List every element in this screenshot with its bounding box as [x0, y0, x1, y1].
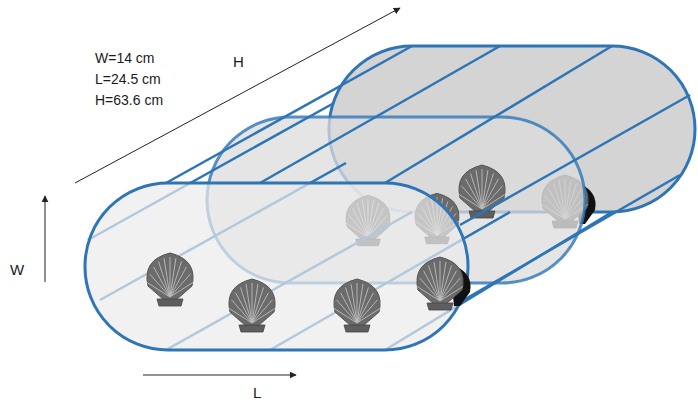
axis-label: H	[233, 53, 244, 72]
scallop-shell	[417, 257, 471, 310]
width-arrow	[45, 196, 46, 282]
height-arrow	[75, 8, 400, 183]
label-holder: W=14 cm	[95, 50, 155, 68]
dimension-note: W=14 cm	[95, 50, 155, 68]
length-arrow	[143, 375, 296, 376]
dimension-note: L=24.5 cm	[95, 71, 161, 89]
scallop-shell	[459, 165, 505, 218]
label-holder: H	[233, 53, 244, 72]
front-cylinder	[85, 183, 468, 350]
label-holder: W	[10, 261, 24, 280]
axis-label: L	[253, 384, 261, 403]
label-holder: L=24.5 cm	[95, 71, 161, 89]
axis-label: W	[10, 261, 24, 280]
dimension-note: H=63.6 cm	[95, 92, 163, 110]
scallop-shell	[334, 279, 380, 332]
scallop-shell	[229, 279, 275, 332]
label-holder: L	[253, 384, 261, 403]
label-holder: H=63.6 cm	[95, 92, 163, 110]
scallop-shell	[147, 253, 193, 306]
